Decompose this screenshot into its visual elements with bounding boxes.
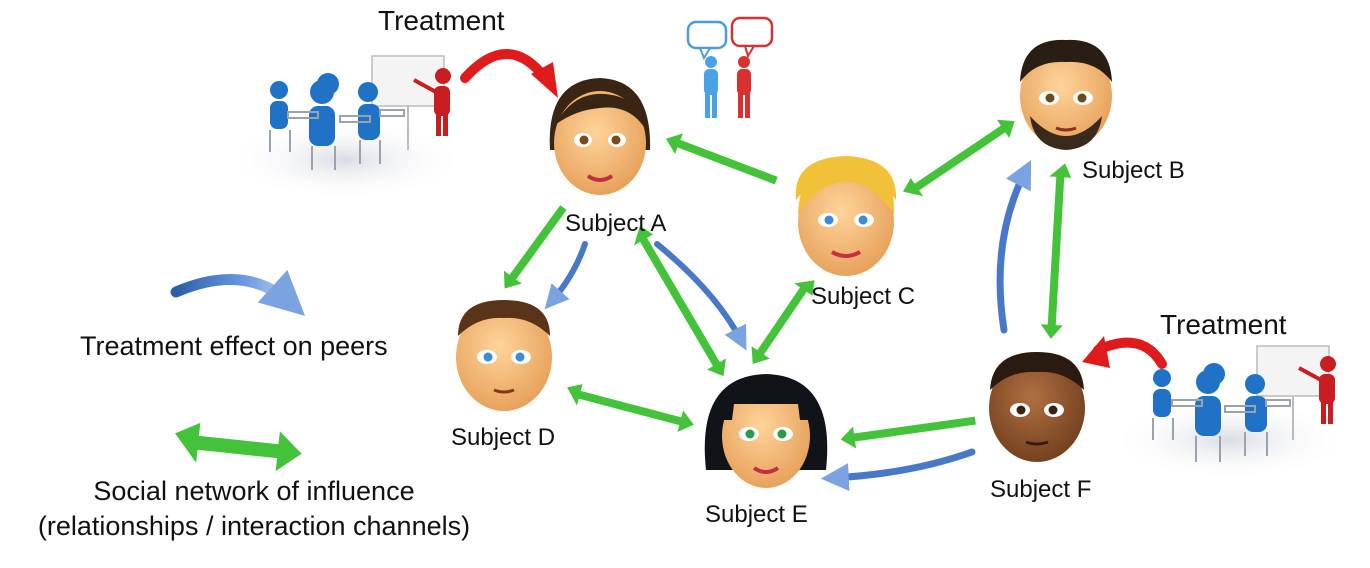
arrow-c-a: [665, 133, 778, 185]
subject-b-label: Subject B: [1082, 157, 1185, 184]
subject-e-label: Subject E: [705, 501, 808, 528]
peer-arrow-f-b: [996, 160, 1032, 334]
subject-e-avatar: [704, 374, 828, 488]
arrow-a-e: [634, 225, 726, 377]
arrow-f-e: [840, 416, 976, 449]
legend-peer-effect-arrow: [170, 269, 306, 316]
treatment-arrows: [460, 49, 1167, 369]
legend-peer-effect-label: Treatment effect on peers: [80, 331, 388, 361]
subject-d-avatar: [456, 300, 552, 411]
classroom-illustration-left: [225, 55, 465, 200]
legend-influence-arrow: [175, 422, 302, 472]
peer-arrow-f-e: [820, 448, 976, 492]
classroom-illustration-right: [1110, 345, 1350, 480]
subject-c-avatar: [795, 156, 897, 276]
subject-a-avatar: [549, 78, 651, 195]
legend-network-label-line1: Social network of influence: [93, 476, 414, 506]
arrow-b-f: [1040, 163, 1072, 339]
arrow-c-e: [751, 280, 815, 365]
subject-a-label: Subject A: [565, 210, 666, 237]
arrow-d-e: [567, 384, 694, 432]
peer-effect-arrows: [170, 160, 1032, 492]
treatment-label-right: Treatment: [1160, 309, 1287, 340]
treatment-label-left: Treatment: [378, 5, 505, 36]
subject-b-avatar: [1020, 39, 1112, 150]
conversation-icon: [686, 16, 774, 118]
subject-d-label: Subject D: [451, 424, 555, 451]
legend-network-label-line2: (relationships / interaction channels): [38, 511, 470, 541]
subject-f-label: Subject F: [990, 476, 1091, 503]
subject-c-label: Subject C: [811, 283, 915, 310]
arrow-c-b: [903, 119, 1015, 197]
influence-arrows: [175, 119, 1072, 472]
arrow-a-d: [503, 205, 567, 289]
subject-f-avatar: [989, 352, 1085, 462]
treatment-arrow-left: [460, 49, 550, 83]
peer-arrow-a-e: [654, 241, 747, 351]
peer-arrow-a-d: [544, 241, 588, 310]
